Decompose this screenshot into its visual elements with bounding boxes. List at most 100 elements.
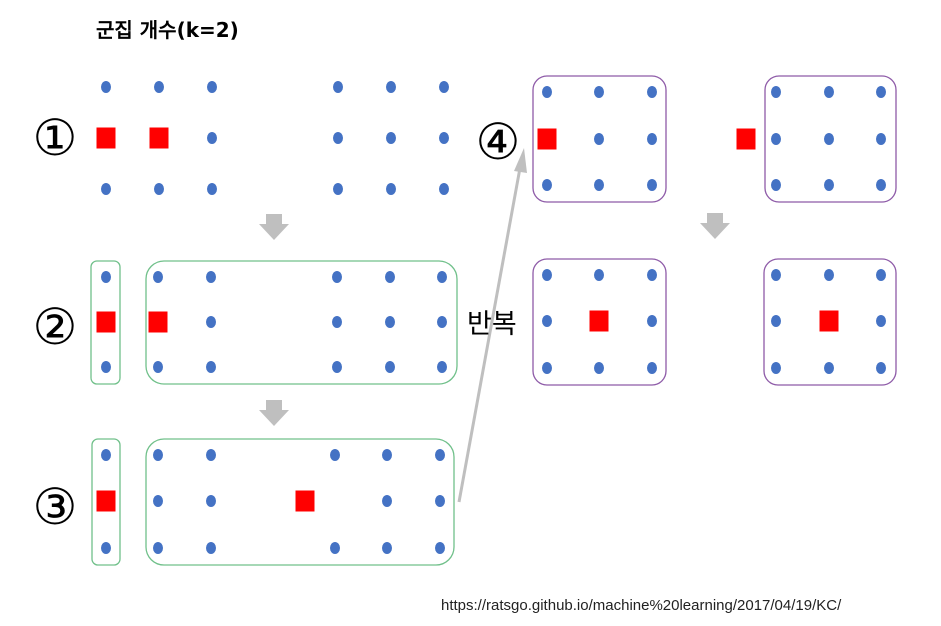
data-point	[153, 449, 163, 461]
diagram-title: 군집 개수(k=2)	[96, 18, 239, 42]
data-point	[647, 362, 657, 374]
data-point	[771, 86, 781, 98]
data-point	[386, 183, 396, 195]
data-point	[876, 315, 886, 327]
data-point	[876, 269, 886, 281]
data-point	[542, 315, 552, 327]
data-point	[333, 132, 343, 144]
data-point	[206, 542, 216, 554]
data-point	[101, 361, 111, 373]
data-point	[207, 132, 217, 144]
data-point	[647, 86, 657, 98]
data-point	[206, 449, 216, 461]
data-point	[101, 183, 111, 195]
data-point	[101, 542, 111, 554]
cluster-box	[532, 258, 667, 386]
data-point	[771, 315, 781, 327]
data-point	[594, 133, 604, 145]
data-point	[101, 271, 111, 283]
data-point	[101, 449, 111, 461]
centroid-marker	[149, 127, 169, 149]
data-point	[824, 269, 834, 281]
data-point	[332, 316, 342, 328]
data-point	[771, 179, 781, 191]
repeat-line	[457, 167, 522, 503]
data-point	[437, 271, 447, 283]
cluster-box	[763, 258, 897, 386]
data-point	[206, 495, 216, 507]
data-point	[437, 316, 447, 328]
data-point	[385, 316, 395, 328]
step-label-2: ②	[33, 298, 78, 356]
centroid-marker	[819, 310, 839, 332]
data-point	[330, 542, 340, 554]
data-point	[435, 542, 445, 554]
data-point	[824, 362, 834, 374]
data-point	[647, 133, 657, 145]
data-point	[824, 86, 834, 98]
data-point	[771, 133, 781, 145]
step-label-1: ①	[33, 109, 78, 167]
data-point	[333, 81, 343, 93]
cluster-box	[145, 438, 455, 566]
data-point	[594, 86, 604, 98]
data-point	[153, 495, 163, 507]
data-point	[824, 133, 834, 145]
repeat-arrow-icon	[514, 148, 527, 173]
data-point	[385, 361, 395, 373]
data-point	[542, 362, 552, 374]
cluster-box	[90, 260, 121, 385]
centroid-marker	[96, 490, 116, 512]
data-point	[332, 361, 342, 373]
data-point	[542, 86, 552, 98]
data-point	[386, 81, 396, 93]
down-arrow-icon	[259, 400, 289, 426]
centroid-marker	[96, 311, 116, 333]
data-point	[594, 362, 604, 374]
data-point	[771, 362, 781, 374]
cluster-box	[764, 75, 897, 203]
data-point	[824, 179, 834, 191]
data-point	[647, 179, 657, 191]
data-point	[439, 81, 449, 93]
data-point	[771, 269, 781, 281]
centroid-marker	[295, 490, 315, 512]
centroid-marker	[148, 311, 168, 333]
data-point	[594, 179, 604, 191]
data-point	[647, 269, 657, 281]
data-point	[333, 183, 343, 195]
data-point	[206, 271, 216, 283]
data-point	[386, 132, 396, 144]
centroid-marker	[736, 128, 756, 150]
cluster-box	[91, 438, 121, 566]
data-point	[206, 316, 216, 328]
data-point	[542, 179, 552, 191]
data-point	[439, 132, 449, 144]
data-point	[382, 449, 392, 461]
data-point	[153, 271, 163, 283]
data-point	[101, 81, 111, 93]
data-point	[439, 183, 449, 195]
step-label-4: ④	[476, 113, 521, 171]
data-point	[876, 362, 886, 374]
data-point	[154, 183, 164, 195]
data-point	[207, 81, 217, 93]
data-point	[206, 361, 216, 373]
data-point	[647, 315, 657, 327]
data-point	[330, 449, 340, 461]
data-point	[594, 269, 604, 281]
data-point	[385, 271, 395, 283]
data-point	[153, 361, 163, 373]
data-point	[876, 133, 886, 145]
data-point	[207, 183, 217, 195]
centroid-marker	[537, 128, 557, 150]
source-url: https://ratsgo.github.io/machine%20learn…	[441, 597, 842, 614]
cluster-box	[532, 75, 667, 203]
step-label-3: ③	[33, 478, 78, 536]
data-point	[437, 361, 447, 373]
cluster-box	[145, 260, 458, 385]
centroid-marker	[589, 310, 609, 332]
data-point	[332, 271, 342, 283]
data-point	[382, 495, 392, 507]
